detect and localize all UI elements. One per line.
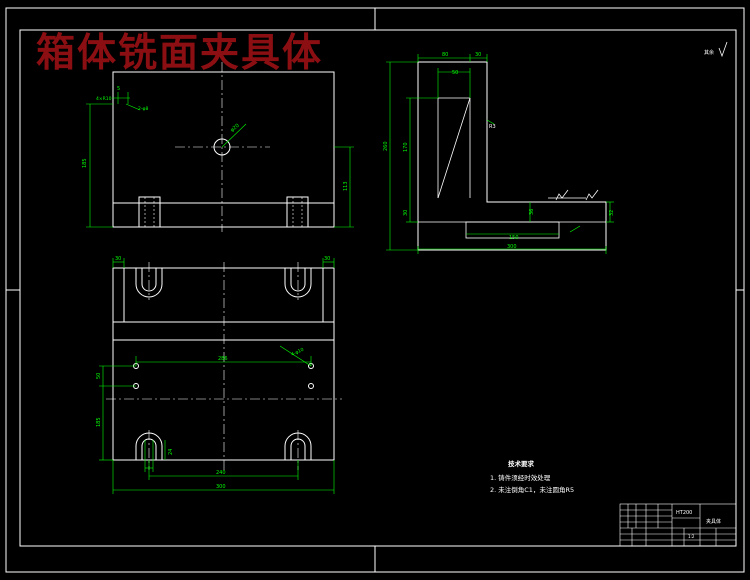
notes-heading: 技术要求 xyxy=(508,459,535,468)
side-dim-base-right: 32 xyxy=(609,210,615,216)
side-dim-base-slot: 36 xyxy=(529,209,535,215)
side-dim-bottom-total: 300 xyxy=(507,244,517,250)
front-dim-height-left: 185 xyxy=(82,158,88,168)
front-body-outline xyxy=(112,71,335,228)
side-dim-top-right: 30 xyxy=(475,52,481,58)
top-dim-top-left: 30 xyxy=(115,256,121,262)
front-dim-small-slot: 4×R10 xyxy=(96,96,112,102)
outer-border xyxy=(5,7,745,573)
side-dim-height-mid: 170 xyxy=(403,142,409,152)
top-dim-hole-spacing: 286 xyxy=(218,356,228,362)
top-dim-slot-width: 24 xyxy=(168,449,174,455)
title-block-material: HT200 xyxy=(676,510,692,516)
side-view: 80 30 50 260 170 30 36 32 150 300 R3 xyxy=(383,52,615,254)
side-base-slot xyxy=(465,221,560,239)
top-dim-left-long: 185 xyxy=(96,417,102,427)
technical-notes: 技术要求 1. 铸件须经时效处理 2. 未注倒角C1，未注圆角R5 xyxy=(490,459,574,494)
side-dim-slot-width: 150 xyxy=(509,235,519,241)
notes-item-1: 1. 铸件须经时效处理 xyxy=(490,473,551,482)
top-view: 30 30 286 4-φ10 50 185 24 240 300 xyxy=(96,256,342,494)
top-dim-bottom-inner: 240 xyxy=(216,470,226,476)
inner-frame xyxy=(19,29,737,547)
front-view: 185 113 5 2-φ8 φ20 4×R10 xyxy=(82,62,354,232)
roughness-corner-mark: 其余 xyxy=(704,41,728,58)
roughness-corner-label: 其余 xyxy=(704,49,714,56)
front-dim-center-hole: φ20 xyxy=(229,123,240,134)
top-body-outline xyxy=(112,267,335,461)
front-dim-hole-label: 2-φ8 xyxy=(138,106,148,112)
front-dim-height-right: 113 xyxy=(343,181,349,191)
drawing-title: 箱体铣面夹具体 xyxy=(36,30,324,76)
side-dim-top-total: 80 xyxy=(442,52,448,58)
title-block-scale: 1:2 xyxy=(688,534,695,539)
side-dim-base-left: 30 xyxy=(403,210,409,216)
title-block-drawing-name: 夹具体 xyxy=(706,518,721,525)
top-slot-top-right xyxy=(284,268,312,298)
sheet-frame xyxy=(5,7,745,573)
side-dim-top-inner: 50 xyxy=(452,70,458,76)
top-dim-bottom-total: 300 xyxy=(216,484,226,490)
top-dim-left-short: 50 xyxy=(96,373,102,379)
top-slot-top-left xyxy=(135,268,163,298)
side-dim-radius: R3 xyxy=(489,124,496,130)
top-dim-top-right: 30 xyxy=(324,256,330,262)
top-dim-hole-label: 4-φ10 xyxy=(290,347,305,358)
title-block: HT200 夹具体 1:2 xyxy=(619,503,737,547)
front-dim-small-top: 5 xyxy=(117,86,120,92)
notes-item-2: 2. 未注倒角C1，未注圆角R5 xyxy=(490,485,574,494)
side-dim-height-total: 260 xyxy=(383,141,389,151)
